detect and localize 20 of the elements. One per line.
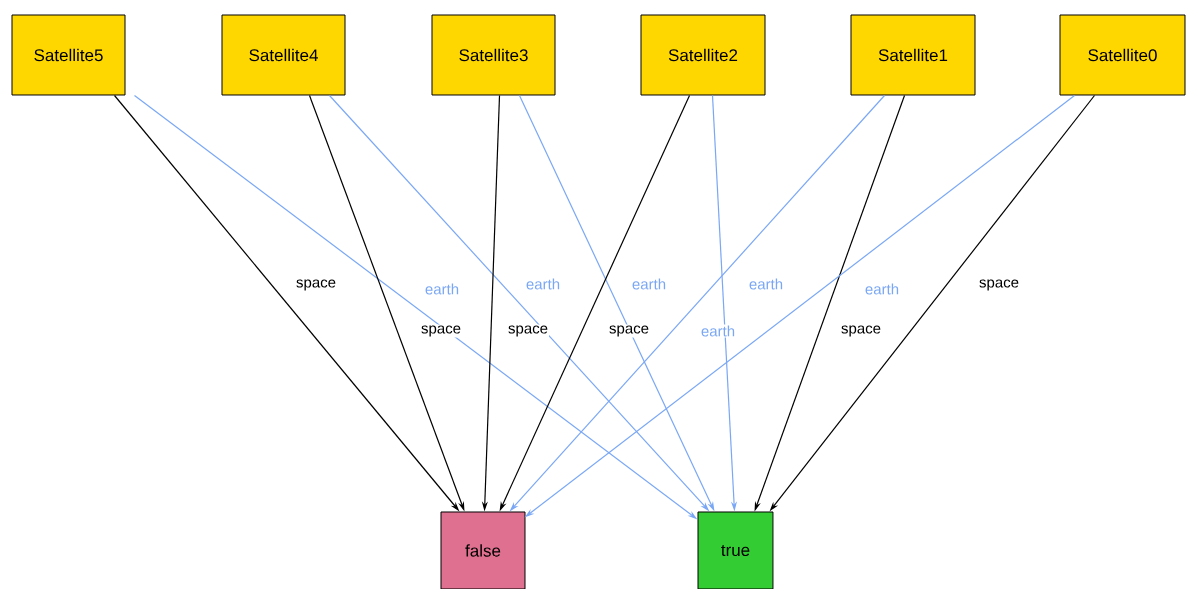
edge-label: earth (630, 277, 668, 291)
edge-label: space (840, 324, 882, 338)
edge-label: earth (423, 282, 461, 296)
edge-label: space (420, 324, 462, 338)
edge-label: earth (524, 277, 562, 291)
node-box: Satellite4 (221, 14, 346, 96)
edge-label: space (507, 324, 549, 338)
edge-label: earth (747, 277, 785, 291)
node-box: true (697, 511, 774, 589)
edge-label: space (608, 324, 650, 338)
node-box: Satellite2 (640, 14, 766, 96)
node-box: Satellite3 (431, 14, 556, 96)
node-box: Satellite5 (11, 14, 126, 96)
edge-label: space (295, 278, 337, 292)
edge-label: space (978, 278, 1020, 292)
node-box: false (440, 511, 526, 589)
node-box: Satellite1 (850, 14, 976, 96)
edge-label: earth (699, 324, 737, 338)
edge-label: earth (863, 282, 901, 296)
node-box: Satellite0 (1059, 14, 1186, 96)
